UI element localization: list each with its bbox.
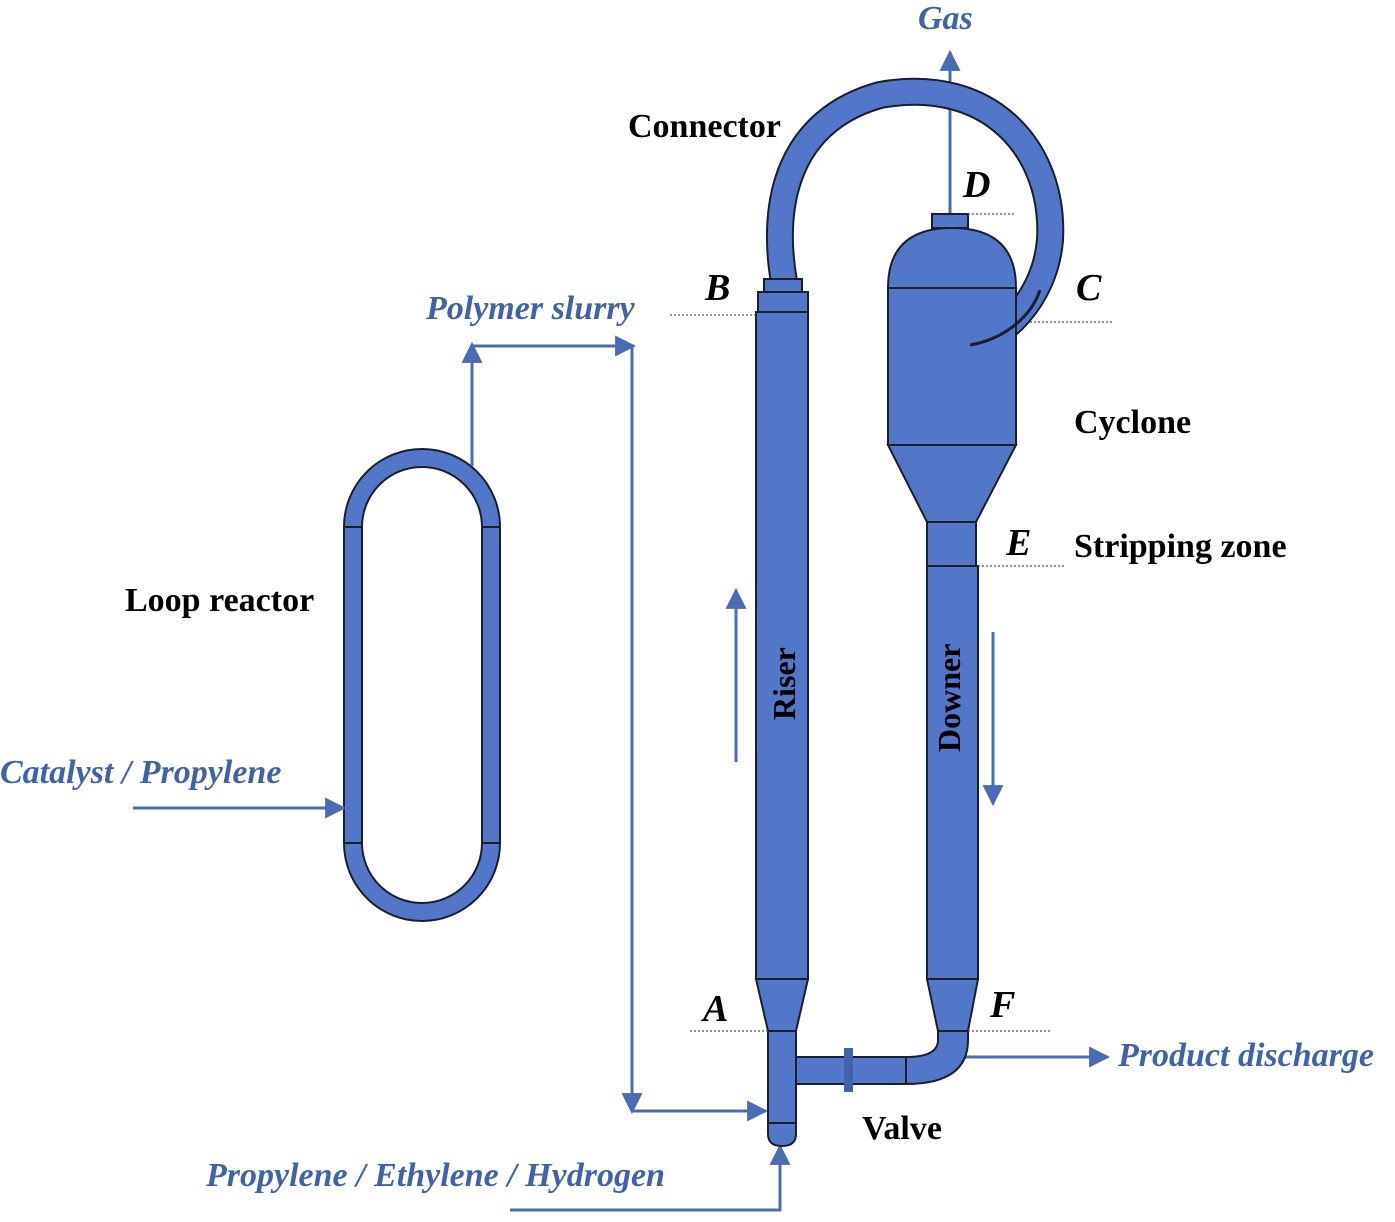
- stripping-zone-label: Stripping zone: [1074, 528, 1287, 565]
- connector-label: Connector: [628, 108, 781, 145]
- reference-lines: [670, 213, 1114, 1032]
- riser-label: Riser: [766, 647, 802, 720]
- connector: [765, 77, 1065, 359]
- product-discharge-label: Product discharge: [1117, 1037, 1374, 1074]
- cyclone-label: Cyclone: [1074, 404, 1191, 441]
- gas-label: Gas: [918, 0, 973, 37]
- valve-label: Valve: [862, 1110, 942, 1147]
- feed-label: Propylene / Ethylene / Hydrogen: [205, 1157, 665, 1194]
- feed-line: [510, 1146, 782, 1212]
- point-e-label: E: [1005, 522, 1031, 564]
- downer: [905, 565, 980, 1086]
- loop-reactor-label: Loop reactor: [125, 582, 314, 619]
- catalyst-propylene-label: Catalyst / Propylene: [0, 754, 281, 791]
- riser: [754, 278, 810, 1148]
- point-b-label: B: [704, 267, 730, 309]
- downer-label: Downer: [931, 644, 967, 752]
- polymer-slurry-label: Polymer slurry: [425, 290, 636, 327]
- point-a-label: A: [701, 988, 728, 1030]
- cyclone: [886, 213, 1018, 567]
- point-d-label: D: [962, 164, 990, 206]
- loop-reactor: [343, 448, 501, 922]
- point-f-label: F: [989, 984, 1015, 1026]
- valve-symbol: [844, 1048, 853, 1092]
- stream-lines: [133, 49, 1111, 1212]
- point-c-label: C: [1076, 267, 1102, 309]
- bottom-pipe: [795, 1048, 907, 1092]
